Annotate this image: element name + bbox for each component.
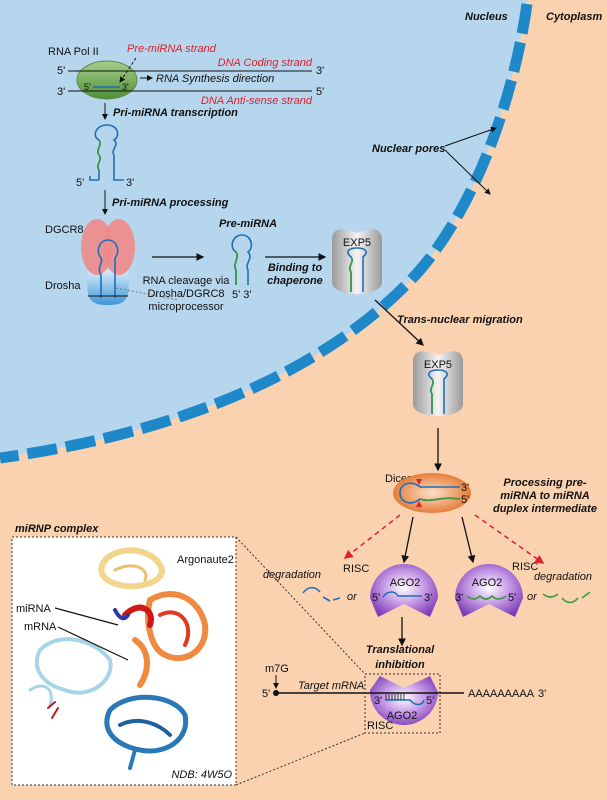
- svg-text:5' 3': 5' 3': [232, 289, 252, 301]
- risc-label-right: RISC: [512, 561, 538, 573]
- svg-text:inhibition: inhibition: [375, 659, 425, 671]
- cleavage-line: RNA cleavage via: [143, 275, 231, 287]
- dicer-complex: Dicer 3' 5': [385, 473, 471, 513]
- svg-text:3': 3': [455, 592, 463, 604]
- ago2-passenger: [455, 564, 523, 617]
- drosha-label: Drosha: [45, 280, 81, 292]
- nucleus-label: Nucleus: [465, 11, 508, 23]
- risc-label-left: RISC: [343, 563, 369, 575]
- svg-text:5': 5': [316, 86, 324, 98]
- m7g-label: m7G: [265, 663, 289, 675]
- svg-text:chaperone: chaperone: [267, 275, 323, 287]
- pore-pointer: [444, 149, 491, 195]
- pri-mirna-processing-label: Pri-miRNA processing: [112, 197, 229, 209]
- degradation-label: degradation: [263, 569, 321, 581]
- svg-text:3': 3': [122, 82, 129, 92]
- svg-text:EXP5: EXP5: [424, 359, 452, 371]
- svg-text:3': 3': [57, 86, 65, 98]
- argonaute2-structure: [28, 547, 209, 770]
- risc-label-bottom: RISC: [367, 720, 393, 732]
- svg-text:EXP5: EXP5: [343, 237, 371, 249]
- mirna-label: miRNA: [16, 603, 51, 615]
- cytoplasm-label: Cytoplasm: [546, 11, 602, 23]
- inset-title: miRNP complex: [15, 523, 99, 535]
- svg-text:duplex intermediate: duplex intermediate: [493, 503, 597, 515]
- svg-text:5': 5': [84, 82, 91, 92]
- svg-text:3': 3': [374, 695, 382, 707]
- microprocessor-complex: DGCR8 Drosha: [45, 219, 179, 305]
- svg-text:AGO2: AGO2: [472, 577, 503, 589]
- svg-text:5': 5': [372, 592, 380, 604]
- svg-text:5': 5': [426, 695, 434, 707]
- svg-text:AGO2: AGO2: [390, 577, 421, 589]
- pri-mirna-hairpin: 5' 3': [76, 124, 134, 189]
- svg-text:3': 3': [538, 688, 546, 700]
- pre-mirna-label: Pre-miRNA: [219, 218, 277, 230]
- dgcr8-label: DGCR8: [45, 224, 84, 236]
- svg-text:3': 3': [461, 482, 469, 494]
- cleavage-line: Drosha/DGRC8: [147, 288, 224, 300]
- zoom-box: [364, 673, 441, 734]
- dgcr8-shape: [81, 219, 113, 275]
- target-mrna-label: Target mRNA: [298, 680, 364, 692]
- drosha-shape: [87, 270, 129, 305]
- svg-text:5': 5': [76, 177, 84, 189]
- nuclear-membrane: [0, 3, 533, 464]
- polya-tail: AAAAAAAAA: [468, 688, 535, 700]
- svg-text:miRNA to miRNA: miRNA to miRNA: [500, 490, 589, 502]
- exp5-complex: EXP5: [332, 229, 382, 294]
- svg-text:Translational: Translational: [366, 644, 435, 656]
- exp5-complex-cytoplasm: EXP5: [413, 351, 463, 416]
- rna-pol-ii-shape: [76, 60, 138, 100]
- mrna-label: mRNA: [24, 621, 57, 633]
- svg-text:5': 5': [508, 592, 516, 604]
- nucleus-region: [0, 0, 527, 458]
- coding-strand-label: DNA Coding strand: [218, 57, 313, 69]
- svg-text:3': 3': [424, 592, 432, 604]
- trans-nuclear-migration-label: Trans-nuclear migration: [397, 314, 523, 326]
- antisense-strand-label: DNA Anti-sense strand: [201, 95, 313, 107]
- svg-text:5': 5': [262, 688, 270, 700]
- transcription-step: RNA Pol II Pre-miRNA strand DNA Coding s…: [48, 43, 324, 120]
- ndb-source: NDB: 4W5O: [171, 769, 232, 781]
- pri-mirna-transcription-label: Pri-miRNA transcription: [113, 107, 238, 119]
- cleavage-line: microprocessor: [148, 301, 224, 313]
- svg-text:5': 5': [57, 65, 65, 77]
- rna-pol-label: RNA Pol II: [48, 46, 99, 58]
- svg-text:Processing pre-: Processing pre-: [503, 477, 586, 489]
- svg-text:Binding to: Binding to: [268, 262, 323, 274]
- svg-text:3': 3': [316, 65, 324, 77]
- svg-text:AGO2: AGO2: [387, 710, 418, 722]
- pore-pointer: [444, 126, 497, 147]
- synthesis-direction-label: RNA Synthesis direction: [156, 73, 274, 85]
- nuclear-pores-label: Nuclear pores: [372, 143, 445, 155]
- svg-text:5': 5': [461, 494, 469, 506]
- svg-text:or: or: [527, 591, 538, 603]
- pre-mirna-strand-label: Pre-miRNA strand: [127, 43, 217, 55]
- mirnp-inset: [11, 536, 237, 786]
- argonaute2-label: Argonaute2: [177, 554, 234, 566]
- svg-text:or: or: [347, 591, 358, 603]
- ago2-mirna-guide: [370, 564, 438, 617]
- svg-text:degradation: degradation: [534, 571, 592, 583]
- svg-text:3': 3': [126, 177, 134, 189]
